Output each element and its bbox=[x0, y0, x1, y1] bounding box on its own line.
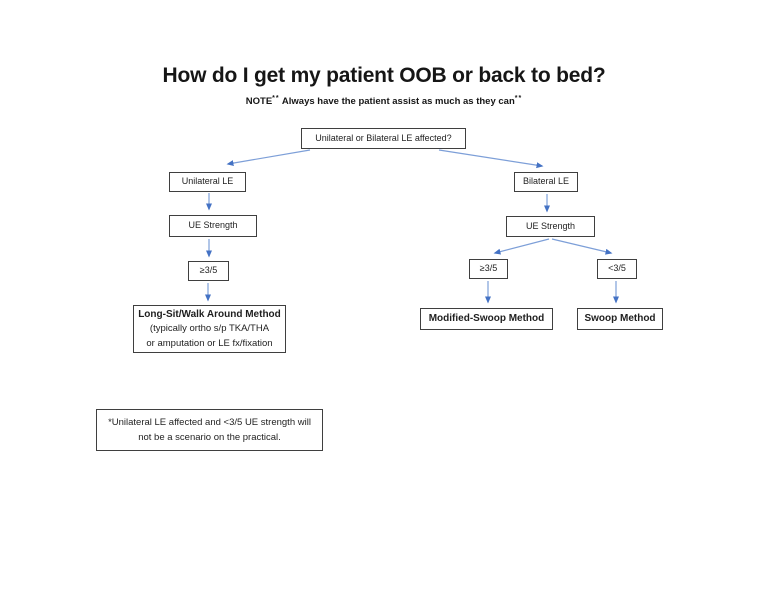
note-asterisks-left: ** bbox=[272, 95, 280, 102]
ge-3-5-left-box: ≥3/5 bbox=[188, 261, 229, 281]
unilateral-le-box: Unilateral LE bbox=[169, 172, 246, 192]
footnote-box: *Unilateral LE affected and <3/5 UE stre… bbox=[96, 409, 323, 451]
page-title: How do I get my patient OOB or back to b… bbox=[162, 64, 606, 87]
arrow-ue-strength-to-lt35 bbox=[551, 238, 613, 255]
long-sit-walk-around-method-box: Long-Sit/Walk Around Method (typically o… bbox=[133, 305, 286, 353]
ge-3-5-right-box: ≥3/5 bbox=[469, 259, 508, 279]
ue-strength-left-box: UE Strength bbox=[169, 215, 257, 237]
long-sit-method-title: Long-Sit/Walk Around Method bbox=[138, 309, 281, 321]
note-asterisks-right: ** bbox=[514, 95, 523, 102]
lt-3-5-box: <3/5 bbox=[597, 259, 637, 279]
ue-strength-right-box: UE Strength bbox=[506, 216, 595, 237]
swoop-method-box: Swoop Method bbox=[577, 308, 663, 330]
footnote-line2: not be a scenario on the practical. bbox=[138, 432, 281, 443]
arrow-ue-strength-to-ge35-right bbox=[493, 238, 550, 255]
footnote-line1: *Unilateral LE affected and <3/5 UE stre… bbox=[108, 416, 311, 428]
page-note: NOTE** Always have the patient assist as… bbox=[0, 95, 768, 107]
long-sit-method-line3: or amputation or LE fx/fixation bbox=[146, 337, 273, 349]
note-prefix: NOTE bbox=[245, 96, 273, 107]
decision-root-box: Unilateral or Bilateral LE affected? bbox=[301, 128, 466, 149]
note-body: Always have the patient assist as much a… bbox=[279, 96, 515, 107]
bilateral-le-box: Bilateral LE bbox=[514, 172, 578, 192]
arrow-root-to-bilateral bbox=[438, 149, 544, 169]
arrow-root-to-unilateral bbox=[226, 149, 311, 167]
long-sit-method-line2: (typically ortho s/p TKA/THA bbox=[149, 323, 270, 335]
modified-swoop-method-box: Modified-Swoop Method bbox=[420, 308, 553, 330]
